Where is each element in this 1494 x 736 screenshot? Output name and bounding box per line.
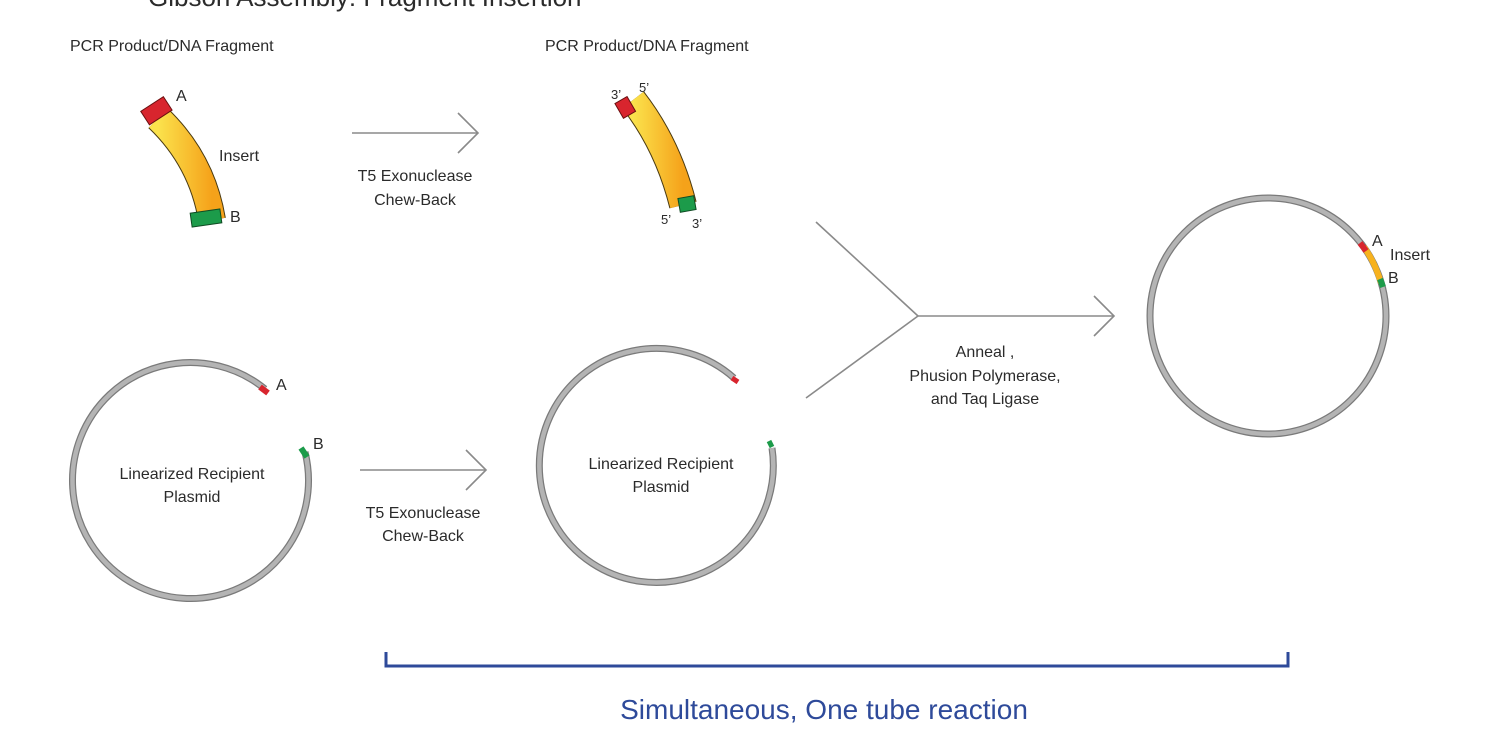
fragment-right-end-top-right: 5’ <box>639 80 649 95</box>
plasmid-left-label-b: B <box>313 436 324 453</box>
arrow-bottom-line2: Chew-Back <box>382 528 465 545</box>
product-plasmid <box>1146 194 1390 438</box>
fragment-left-end-a: A <box>176 88 187 105</box>
fragment-right-title: PCR Product/DNA Fragment <box>545 38 749 55</box>
product-insert-segment <box>1361 245 1384 284</box>
product-insert-label: Insert <box>1390 247 1431 264</box>
plasmid-mid-line2: Plasmid <box>633 479 690 496</box>
fragment-left-insert-label: Insert <box>219 148 260 165</box>
fragment-left-end-b: B <box>230 209 241 226</box>
plasmid-left <box>69 359 312 602</box>
arrow-bottom-line1: T5 Exonuclease <box>366 505 481 522</box>
arrow-top-line2: Chew-Back <box>374 192 457 209</box>
plasmid-mid-end-a <box>730 375 740 385</box>
arrow-bottom <box>360 449 488 491</box>
one-tube-bracket <box>384 652 1290 668</box>
end-3-prime-bottom <box>677 195 697 213</box>
fragment-right-end-top-left: 3’ <box>611 87 621 102</box>
product-label-b: B <box>1388 270 1399 287</box>
product-end-a-segment <box>1357 241 1369 253</box>
arrow-top <box>352 112 480 154</box>
converge-arrow <box>805 221 1116 399</box>
top-clipped-text: Gibson Assembly: Fragment Insertion <box>148 0 582 12</box>
insert-fragment-left <box>140 95 226 228</box>
plasmid-left-line2: Plasmid <box>164 489 221 506</box>
end-b-segment <box>189 208 223 228</box>
plasmid-left-end-b <box>298 446 310 459</box>
plasmid-left-line1: Linearized Recipient <box>120 466 266 483</box>
plasmid-left-end-a <box>258 384 270 396</box>
insert-fragment-right <box>614 91 697 213</box>
plasmid-mid <box>535 345 777 586</box>
product-end-b-segment <box>1377 277 1386 288</box>
fragment-left-title: PCR Product/DNA Fragment <box>70 38 274 55</box>
arrow-top-line1: T5 Exonuclease <box>358 168 473 185</box>
fragment-right-end-bottom-left: 5’ <box>661 212 671 227</box>
plasmid-left-label-a: A <box>276 377 287 394</box>
footer-caption: Simultaneous, One tube reaction <box>620 694 1028 725</box>
anneal-line3: and Taq Ligase <box>931 391 1039 408</box>
end-3-prime-top <box>614 95 637 119</box>
anneal-line2: Phusion Polymerase, <box>909 368 1060 385</box>
anneal-line1: Anneal , <box>956 344 1015 361</box>
plasmid-mid-line1: Linearized Recipient <box>589 456 735 473</box>
plasmid-mid-end-b <box>766 439 775 449</box>
end-a-segment <box>140 95 173 126</box>
fragment-right-end-bottom-right: 3’ <box>692 216 702 231</box>
product-label-a: A <box>1372 233 1383 250</box>
